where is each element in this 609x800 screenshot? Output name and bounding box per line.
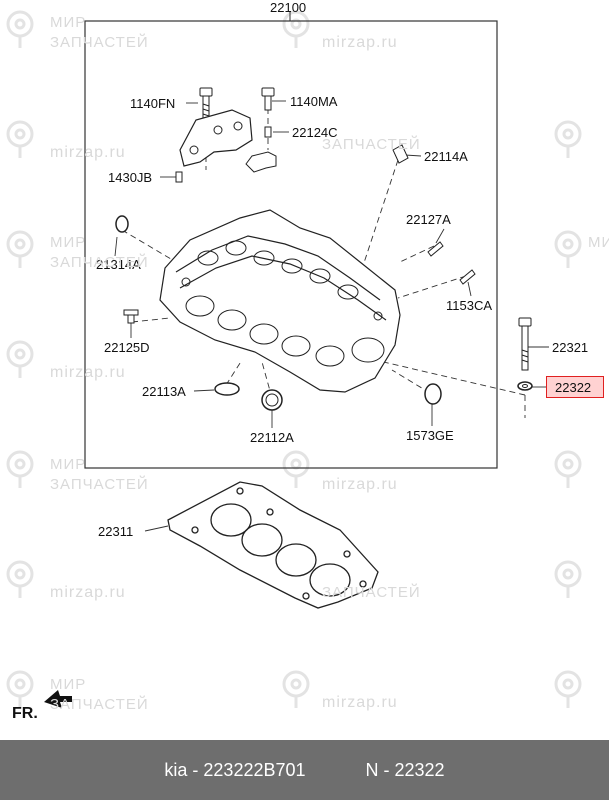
bolt-1140fn-drawing: [199, 87, 213, 121]
part-label-22124c[interactable]: 22124C: [292, 125, 338, 140]
watermark-pin-icon: [282, 450, 310, 488]
plug-1573ge-drawing: [424, 383, 442, 405]
pin-1153ca-drawing: [459, 269, 476, 285]
seal-21314a-drawing: [115, 215, 129, 233]
footer-position-number: N - 22322: [365, 759, 445, 780]
watermark-pin-icon: [6, 670, 34, 708]
watermark-url: mirzap.ru: [50, 584, 126, 601]
watermark-url: mirzap.ru: [50, 144, 126, 161]
watermark-pin-icon: [6, 120, 34, 158]
head-gasket-22311-drawing: [167, 481, 379, 609]
washer-22322-drawing: [517, 381, 533, 391]
watermark-pin-icon: [6, 450, 34, 488]
highlighted-part-box: [546, 376, 604, 398]
pin-1430jb-drawing: [175, 171, 183, 183]
seal-22113a-drawing: [214, 382, 240, 396]
washer-hole: [522, 384, 528, 388]
watermark-pin-icon: [554, 230, 582, 268]
watermark-pin-icon: [6, 340, 34, 378]
part-label-1430jb[interactable]: 1430JB: [108, 170, 153, 185]
part-label-22125d[interactable]: 22125D: [104, 340, 150, 355]
part-label-22114a[interactable]: 22114A: [424, 149, 468, 164]
cylinder-head-drawing: [159, 209, 401, 393]
part-label-22112a[interactable]: 22112A: [250, 430, 294, 445]
watermark-url: mirzap.ru: [322, 694, 398, 711]
watermark-brand: МИР: [50, 456, 87, 473]
part-label-1140fn[interactable]: 1140FN: [130, 96, 176, 111]
watermark-brand: ЗАПЧАСТЕЙ: [50, 696, 149, 713]
watermark-pin-icon: [554, 560, 582, 598]
part-label-1573ge[interactable]: 1573GE: [406, 428, 454, 443]
dowel-22114a-drawing: [392, 144, 409, 164]
part-label-21314a[interactable]: 21314A: [96, 257, 141, 272]
part-label-1140ma[interactable]: 1140MA: [290, 94, 338, 109]
watermark-url: mirzap.ru: [50, 364, 126, 381]
part-label-22322[interactable]: 22322: [555, 380, 592, 395]
assembly-label: 22100: [270, 0, 307, 15]
watermark-brand: ЗАПЧАСТЕЙ: [322, 584, 421, 601]
seal-inner: [265, 393, 279, 407]
watermark-brand: МИР: [588, 234, 609, 251]
watermark-brand: ЗАПЧАСТЕЙ: [322, 136, 421, 153]
watermark-pin-icon: [554, 450, 582, 488]
watermark-brand: ЗАПЧАСТЕЙ: [50, 34, 149, 51]
watermark-url: mirzap.ru: [322, 476, 398, 493]
footer-part-number: kia - 223222B701: [164, 759, 306, 780]
cam-bracket-drawing: [179, 109, 253, 167]
watermark-pin-icon: [554, 120, 582, 158]
cam-cap-22124c-drawing: [245, 151, 277, 173]
watermark-pin-icon: [282, 670, 310, 708]
front-arrow-icon: [44, 690, 72, 708]
pin-22127a-drawing: [427, 241, 444, 257]
front-label: FR.: [12, 705, 38, 722]
watermark-pin-icon: [554, 670, 582, 708]
part-label-22311[interactable]: 22311: [98, 524, 134, 539]
part-label-22127a[interactable]: 22127A: [406, 212, 451, 227]
stud-22125d-drawing: [123, 309, 139, 324]
watermark-pin-icon: [6, 560, 34, 598]
label-leaders: [114, 100, 549, 532]
assembly-frame: [84, 20, 498, 469]
bolt-22321-drawing: [518, 317, 532, 371]
watermark-url: mirzap.ru: [322, 34, 398, 51]
watermark-pin-icon: [6, 230, 34, 268]
cam-bracket-holes: [189, 121, 243, 155]
footer-bar: kia - 223222B701 N - 22322: [0, 740, 609, 800]
parts-diagram: [6, 10, 582, 708]
watermark-brand: МИР: [50, 676, 87, 693]
bolt-1140ma-drawing: [261, 87, 275, 111]
watermark-brand: ЗАПЧАСТЕЙ: [50, 476, 149, 493]
sleeve-22124c-drawing: [264, 126, 272, 138]
watermark-brand: МИР: [50, 234, 87, 251]
part-label-22113a[interactable]: 22113A: [142, 384, 186, 399]
watermark-brand: МИР: [50, 14, 87, 31]
part-label-22321[interactable]: 22321: [552, 340, 589, 355]
watermark-brand: ЗАПЧАСТЕЙ: [50, 254, 149, 271]
watermark-pin-icon: [282, 10, 310, 48]
part-label-1153ca[interactable]: 1153CA: [446, 298, 493, 313]
seal-22112a-drawing: [261, 389, 283, 411]
watermark-pin-icon: [6, 10, 34, 48]
